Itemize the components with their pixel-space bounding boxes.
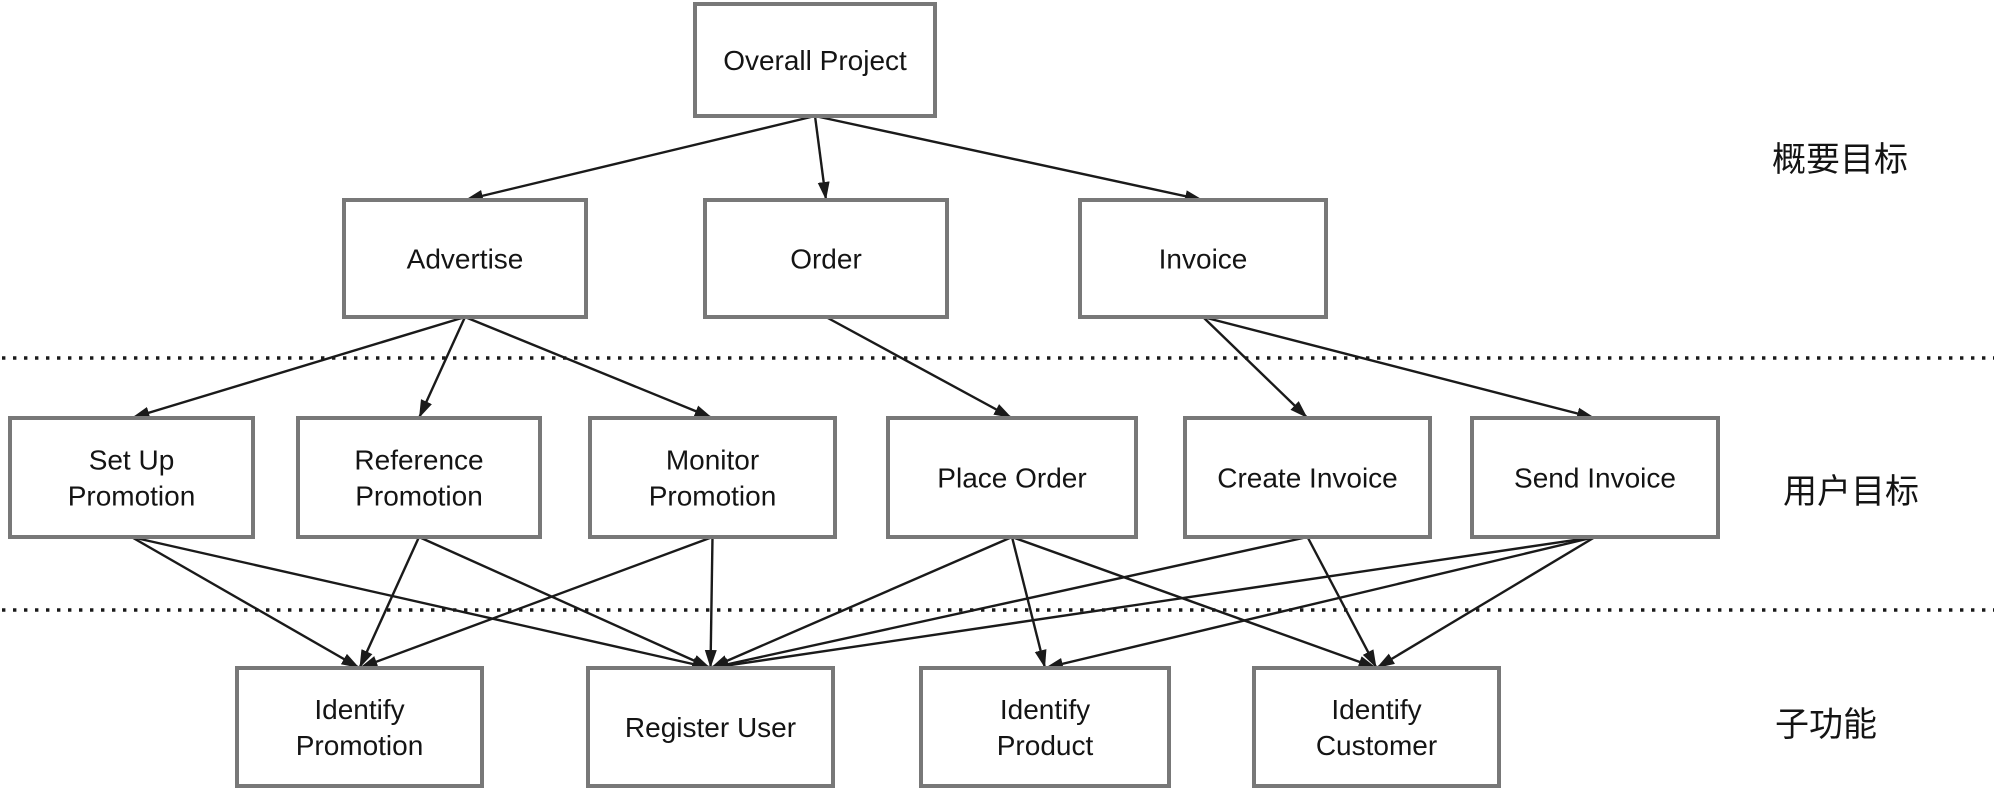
edge-monitor_promotion-register_user bbox=[704, 536, 717, 669]
node-box-identify_customer bbox=[1252, 666, 1501, 788]
edge-place_order-register_user bbox=[710, 535, 1013, 670]
edge-send_invoice-identify_customer bbox=[1375, 535, 1596, 670]
node-box-register_user bbox=[586, 666, 835, 788]
node-box-order bbox=[703, 198, 949, 319]
edge-monitor_promotion-identify_promotion bbox=[359, 535, 713, 670]
node-invoice: Invoice bbox=[1078, 198, 1328, 319]
edge-set_up_promotion-register_user bbox=[131, 535, 711, 670]
edge-advertise-set_up_promotion bbox=[131, 315, 466, 420]
edge-send_invoice-identify_product bbox=[1044, 535, 1596, 670]
node-box-advertise bbox=[342, 198, 588, 319]
lane-label-2: 用户目标 bbox=[1783, 473, 1919, 511]
node-box-identify_promotion bbox=[235, 666, 484, 788]
node-box-send_invoice bbox=[1470, 416, 1720, 539]
lane-label-1: 概要目标 bbox=[1772, 141, 1908, 179]
node-advertise: Advertise bbox=[342, 198, 588, 319]
edge-invoice-create_invoice bbox=[1202, 316, 1309, 419]
edge-advertise-reference_promotion bbox=[417, 316, 467, 419]
edge-overall_project-invoice bbox=[814, 114, 1204, 203]
node-box-invoice bbox=[1078, 198, 1328, 319]
edge-overall_project-advertise bbox=[464, 114, 816, 202]
edge-reference_promotion-register_user bbox=[418, 535, 711, 670]
edge-place_order-identify_customer bbox=[1011, 535, 1377, 670]
edge-create_invoice-register_user bbox=[710, 535, 1308, 671]
node-label-create_invoice: Create Invoice bbox=[1217, 463, 1398, 494]
edge-create_invoice-identify_customer bbox=[1306, 536, 1378, 669]
node-overall_project: Overall Project bbox=[693, 2, 937, 118]
node-box-reference_promotion bbox=[296, 416, 542, 539]
node-label-order: Order bbox=[790, 244, 862, 275]
node-place_order: Place Order bbox=[886, 416, 1138, 539]
node-label-overall_project: Overall Project bbox=[723, 45, 907, 76]
node-label-send_invoice: Send Invoice bbox=[1514, 463, 1676, 494]
edge-advertise-monitor_promotion bbox=[464, 315, 713, 420]
edge-order-place_order bbox=[825, 315, 1013, 420]
node-create_invoice: Create Invoice bbox=[1183, 416, 1432, 539]
lane-label-3: 子功能 bbox=[1775, 706, 1877, 744]
edge-send_invoice-register_user bbox=[710, 535, 1596, 672]
edge-set_up_promotion-identify_promotion bbox=[130, 535, 361, 670]
node-register_user: Register User bbox=[586, 666, 835, 788]
edge-invoice-send_invoice bbox=[1202, 315, 1596, 420]
node-label-advertise: Advertise bbox=[407, 244, 524, 275]
node-label-register_user: Register User bbox=[625, 712, 796, 743]
node-label-place_order: Place Order bbox=[937, 463, 1086, 494]
node-send_invoice: Send Invoice bbox=[1470, 416, 1720, 539]
edge-place_order-identify_product bbox=[1010, 536, 1047, 669]
node-box-set_up_promotion bbox=[8, 416, 255, 539]
node-label-invoice: Invoice bbox=[1159, 244, 1248, 275]
node-box-create_invoice bbox=[1183, 416, 1432, 539]
edge-reference_promotion-identify_promotion bbox=[358, 536, 421, 669]
node-box-identify_product bbox=[919, 666, 1171, 788]
node-box-overall_project bbox=[693, 2, 937, 118]
node-box-place_order bbox=[886, 416, 1138, 539]
edge-overall_project-order bbox=[813, 115, 830, 201]
node-order: Order bbox=[703, 198, 949, 319]
node-box-monitor_promotion bbox=[588, 416, 837, 539]
